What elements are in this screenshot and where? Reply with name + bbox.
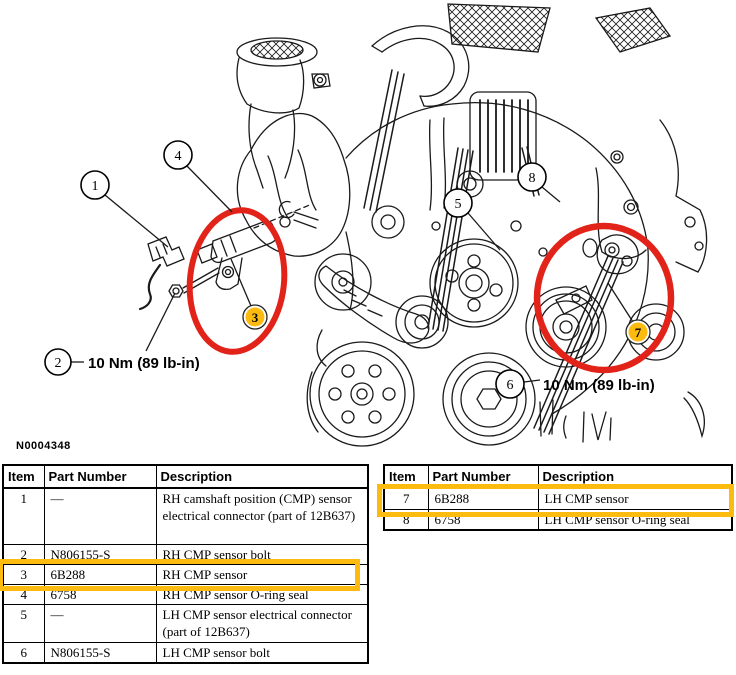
col-header-part-number: Part Number [427,464,539,489]
description-cell: RH CMP sensor bolt [155,543,369,565]
description-cell: RH CMP sensor [155,563,369,585]
svg-text:3: 3 [252,310,259,325]
part-number-cell: N806155-S [43,641,157,663]
description-cell: LH CMP sensor [537,487,733,510]
belt-tensioner [314,253,430,344]
svg-text:2: 2 [55,356,62,371]
col-header-item: Item [2,464,45,489]
table-row: 2 N806155-S RH CMP sensor bolt [2,543,369,565]
part-number-cell: 6B288 [427,487,539,510]
table-header-row: Item Part Number Description [2,464,369,489]
rh-cmp-connector [138,236,185,311]
item-cell: 5 [2,603,45,643]
valve-cover [236,73,351,257]
idler-pulley-top [371,205,405,239]
svg-text:4: 4 [175,149,182,164]
torque-note-right: 10 Nm (89 lb-in) [543,377,655,394]
figure-number-label: N0004348 [16,440,71,452]
table-row-highlighted: 3 6B288 RH CMP sensor [2,563,369,585]
highlight-badge-7: 7 [625,319,651,345]
crankshaft-pulley [442,352,536,446]
item-cell: 2 [2,543,45,565]
item-cell: 8 [383,508,429,531]
description-cell: LH CMP sensor bolt [155,641,369,663]
parts-table-rh: Item Part Number Description 1 — RH cams… [2,464,369,664]
rh-cmp-sensor-bolt [168,267,220,298]
callout-4: 4 [163,140,193,170]
oil-filler-neck [236,37,318,189]
description-cell: LH CMP sensor O-ring seal [537,508,733,531]
col-header-description: Description [155,464,369,489]
parts-table-lh: Item Part Number Description 7 6B288 LH … [383,464,733,531]
item-cell: 3 [2,563,45,585]
svg-text:1: 1 [92,179,99,194]
table-row-highlighted: 7 6B288 LH CMP sensor [383,487,733,510]
table-row: 5 — LH CMP sensor electrical connector (… [2,603,369,643]
intake-hose [371,25,470,107]
part-number-cell: 6758 [427,508,539,531]
callout-1: 1 [80,170,110,200]
part-number-cell: 6B288 [43,563,157,585]
table-row: 1 — RH camshaft position (CMP) sensor el… [2,487,369,545]
bottom-detail-marks [539,391,705,443]
part-number-cell: — [43,487,157,545]
svg-text:7: 7 [635,325,642,340]
callout-2: 2 [44,348,72,376]
col-header-item: Item [383,464,429,489]
water-pump-pulley [429,238,519,328]
col-header-part-number: Part Number [43,464,157,489]
table-row: 8 6758 LH CMP sensor O-ring seal [383,508,733,531]
callout-6: 6 [495,369,525,399]
part-number-cell: — [43,603,157,643]
red-highlight-circle-rh [186,207,288,355]
red-highlight-circle-lh [533,222,675,374]
table-row: 6 N806155-S LH CMP sensor bolt [2,641,369,663]
table-header-row: Item Part Number Description [383,464,733,489]
item-cell: 6 [2,641,45,663]
callout-8: 8 [517,162,547,192]
part-number-cell: N806155-S [43,543,157,565]
col-header-description: Description [537,464,733,489]
engine-diagram: 1 2 4 5 6 8 3 7 [44,3,708,447]
engine-line-art [138,3,708,447]
highlight-badge-3: 3 [242,304,268,330]
leader-lines [71,165,634,383]
description-cell: RH CMP sensor O-ring seal [155,583,369,605]
svg-text:5: 5 [455,197,462,212]
table-row: 4 6758 RH CMP sensor O-ring seal [2,583,369,605]
torque-note-left: 10 Nm (89 lb-in) [88,355,200,372]
cowl-hatch [594,7,672,53]
intake-manifold-hatch [447,3,551,53]
description-cell: RH camshaft position (CMP) sensor electr… [155,487,369,545]
idler-pulley-center [395,295,449,349]
svg-text:6: 6 [507,378,514,393]
callout-5: 5 [443,188,473,218]
part-number-cell: 6758 [43,583,157,605]
description-cell: LH CMP sensor electrical connector (part… [155,603,369,643]
item-cell: 4 [2,583,45,605]
ac-compressor-clutch [306,341,415,447]
item-cell: 7 [383,487,429,510]
svg-text:8: 8 [529,171,536,186]
engine-block-outline [316,101,708,415]
item-cell: 1 [2,487,45,545]
lh-sensor-bracket [555,150,647,315]
